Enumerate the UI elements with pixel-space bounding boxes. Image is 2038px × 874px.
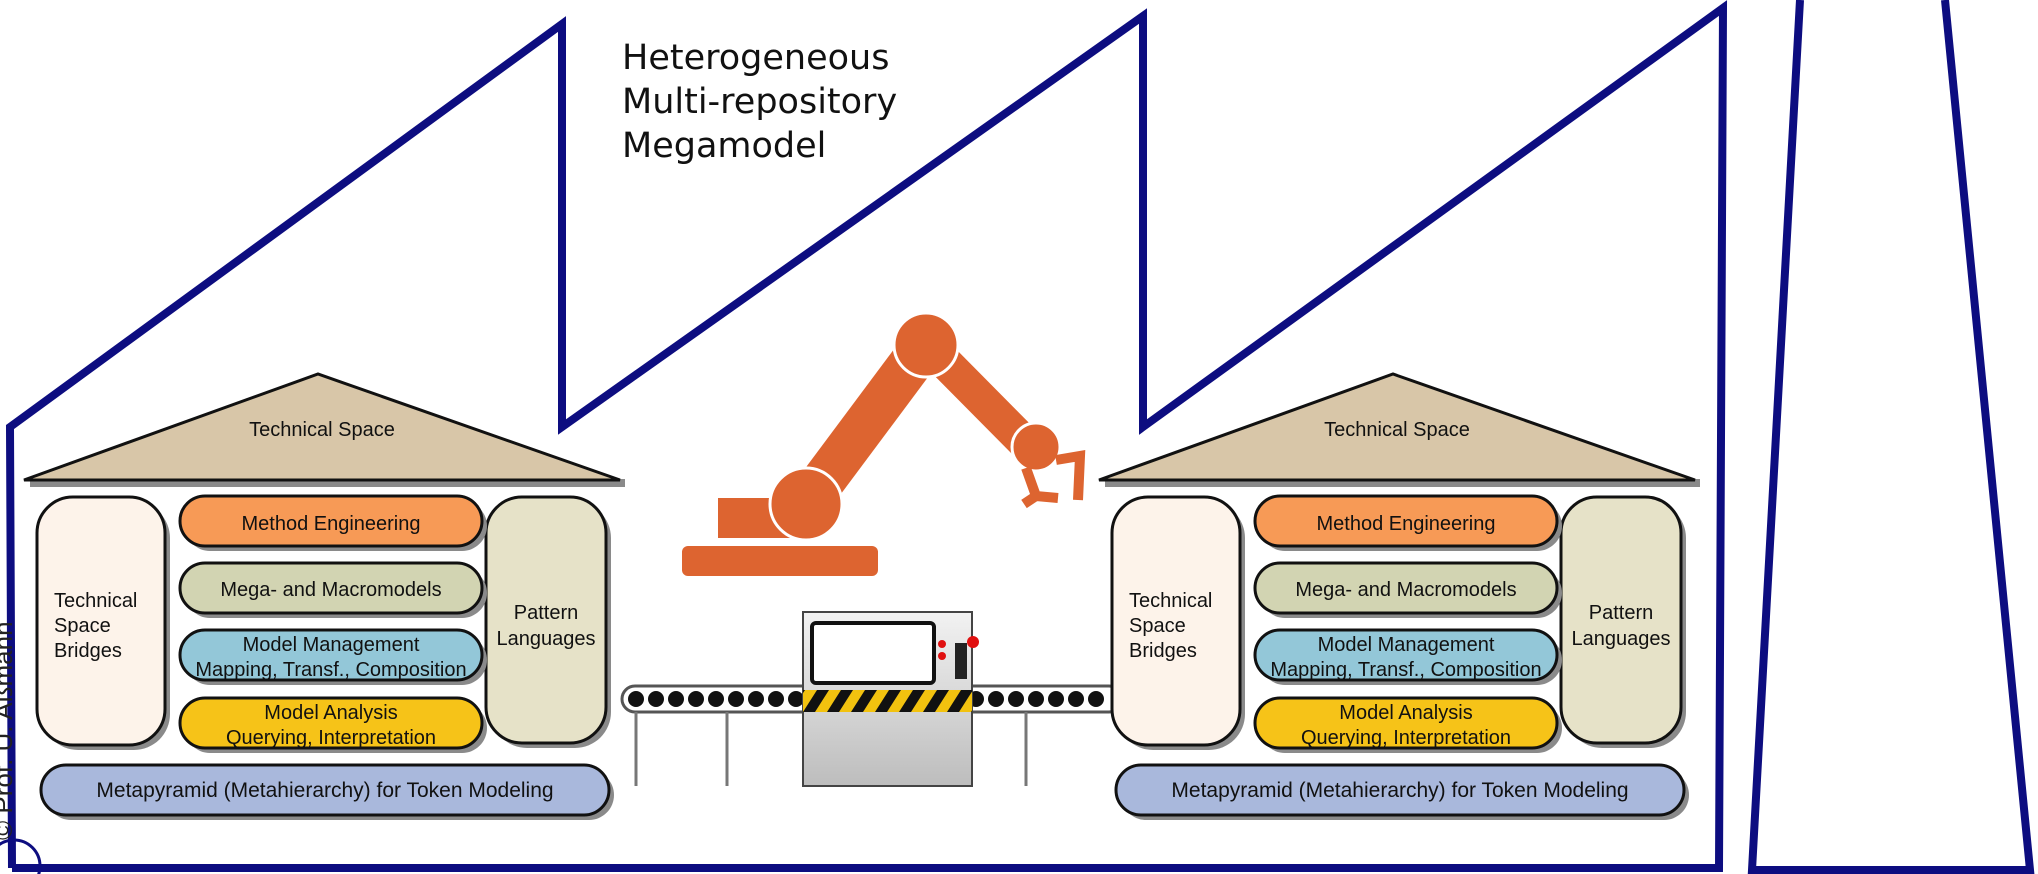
technical-space-roof-label: Technical Space xyxy=(249,419,395,441)
metapyramid-label: Metapyramid (Metahierarchy) for Token Mo… xyxy=(1171,779,1628,802)
technical-space-bridges-label: Bridges xyxy=(1129,640,1197,662)
conveyor-roller xyxy=(988,691,1004,707)
conveyor-roller xyxy=(788,691,804,707)
conveyor-roller xyxy=(1088,691,1104,707)
metapyramid-box xyxy=(1114,763,1686,817)
conveyor-roller xyxy=(1028,691,1044,707)
megamodels-label: Mega- and Macromodels xyxy=(1295,579,1516,601)
conveyor-roller xyxy=(708,691,724,707)
conveyor-roller xyxy=(748,691,764,707)
model-analysis-label: Model Analysis xyxy=(264,702,397,724)
conveyor-roller xyxy=(628,691,644,707)
technical-space-bridges-label: Bridges xyxy=(54,640,122,662)
robot-arm-icon xyxy=(682,311,1086,576)
model-management-sublabel: Mapping, Transf., Composition xyxy=(195,659,466,681)
diagram-title-line-3: Megamodel xyxy=(622,126,826,166)
technical-space-bridges-label: Space xyxy=(1129,615,1186,637)
conveyor-roller xyxy=(1008,691,1024,707)
model-management-label: Model Management xyxy=(1318,634,1495,656)
technical-space-roof-label: Technical Space xyxy=(1324,419,1470,441)
factory-outline-icon xyxy=(5,0,1728,872)
method-engineering-label: Method Engineering xyxy=(1316,513,1495,535)
metapyramid-box xyxy=(39,763,611,817)
method-engineering-box xyxy=(178,494,484,548)
pattern-languages-box xyxy=(484,495,608,745)
model-analysis-box xyxy=(178,696,484,750)
pattern-languages-box xyxy=(1559,495,1683,745)
chimney-outline xyxy=(1747,0,2035,874)
metapyramid-label: Metapyramid (Metahierarchy) for Token Mo… xyxy=(96,779,553,802)
control-panel-icon xyxy=(802,611,979,787)
diagram-title-line-1: Heterogeneous xyxy=(622,38,889,78)
model-management-label: Model Management xyxy=(243,634,420,656)
technical-space-roof xyxy=(1098,372,1696,482)
diagram-title-line-2: Multi-repository xyxy=(622,82,897,122)
megamodels-box xyxy=(1253,561,1559,615)
pattern-languages-label: Pattern xyxy=(1589,602,1653,624)
technical-space-roof xyxy=(23,372,621,482)
megamodels-box xyxy=(178,561,484,615)
conveyor-roller xyxy=(1048,691,1064,707)
model-analysis-box xyxy=(1253,696,1559,750)
copyright-text: © Prof. U. Aßmann xyxy=(0,621,18,840)
method-engineering-box xyxy=(1253,494,1559,548)
pattern-languages-label: Pattern xyxy=(514,602,578,624)
technical-space-bridges-box xyxy=(1110,495,1242,747)
model-analysis-sublabel: Querying, Interpretation xyxy=(226,727,436,749)
model-management-sublabel: Mapping, Transf., Composition xyxy=(1270,659,1541,681)
conveyor-roller xyxy=(728,691,744,707)
model-analysis-label: Model Analysis xyxy=(1339,702,1472,724)
conveyor-roller xyxy=(768,691,784,707)
logo-seal-icon xyxy=(0,838,42,874)
conveyor-roller xyxy=(668,691,684,707)
model-management-box xyxy=(178,628,484,682)
model-analysis-sublabel: Querying, Interpretation xyxy=(1301,727,1511,749)
method-engineering-label: Method Engineering xyxy=(241,513,420,535)
conveyor-roller xyxy=(648,691,664,707)
technical-space-bridges-box xyxy=(35,495,167,747)
conveyor-roller xyxy=(1068,691,1084,707)
technical-space-bridges-label: Space xyxy=(54,615,111,637)
megamodels-label: Mega- and Macromodels xyxy=(220,579,441,601)
pattern-languages-label: Languages xyxy=(1572,628,1671,650)
model-management-box xyxy=(1253,628,1559,682)
pattern-languages-label: Languages xyxy=(497,628,596,650)
technical-space-bridges-label: Technical xyxy=(54,590,137,612)
technical-space-bridges-label: Technical xyxy=(1129,590,1212,612)
conveyor-roller xyxy=(688,691,704,707)
